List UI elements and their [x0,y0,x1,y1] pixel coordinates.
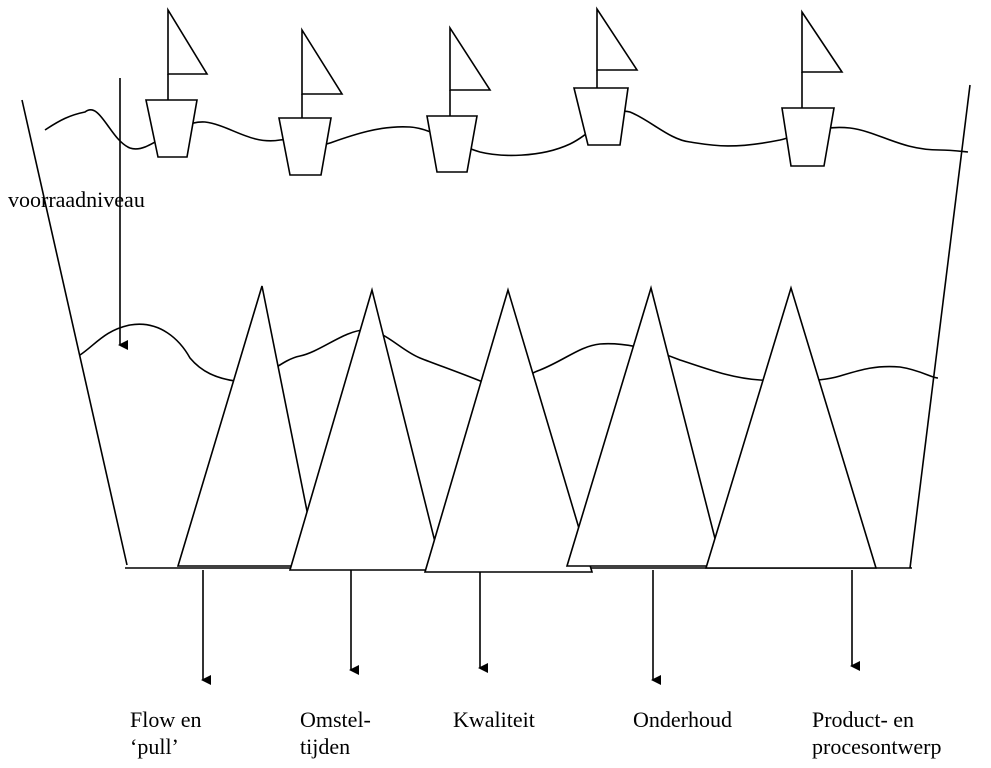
boat-icon [145,7,209,158]
label-omstel-line1: Omstel- [300,707,371,732]
rock-triangle-5 [704,285,878,569]
label-onderhoud: Onderhoud [633,707,732,732]
boat-icon [781,9,844,167]
label-product-line2: procesontwerp [812,734,942,759]
rock-triangle-3 [423,287,594,573]
label-omstel-line2: tijden [300,734,351,759]
boat-icon [426,25,492,173]
boat-icon [572,6,639,146]
container-left-wall [21,99,128,566]
rock-triangle-1 [176,285,319,567]
label-flow-line2: ‘pull’ [130,734,179,759]
label-product-line1: Product- en [812,707,915,732]
rock-triangle-2 [288,286,444,571]
container-right-wall [909,84,971,569]
boat-icon [278,27,344,176]
label-flow-line1: Flow en [130,707,202,732]
rock-triangle-4 [565,285,724,567]
label-kwaliteit: Kwaliteit [453,707,535,732]
stock-level-label: voorraadniveau [8,187,145,212]
